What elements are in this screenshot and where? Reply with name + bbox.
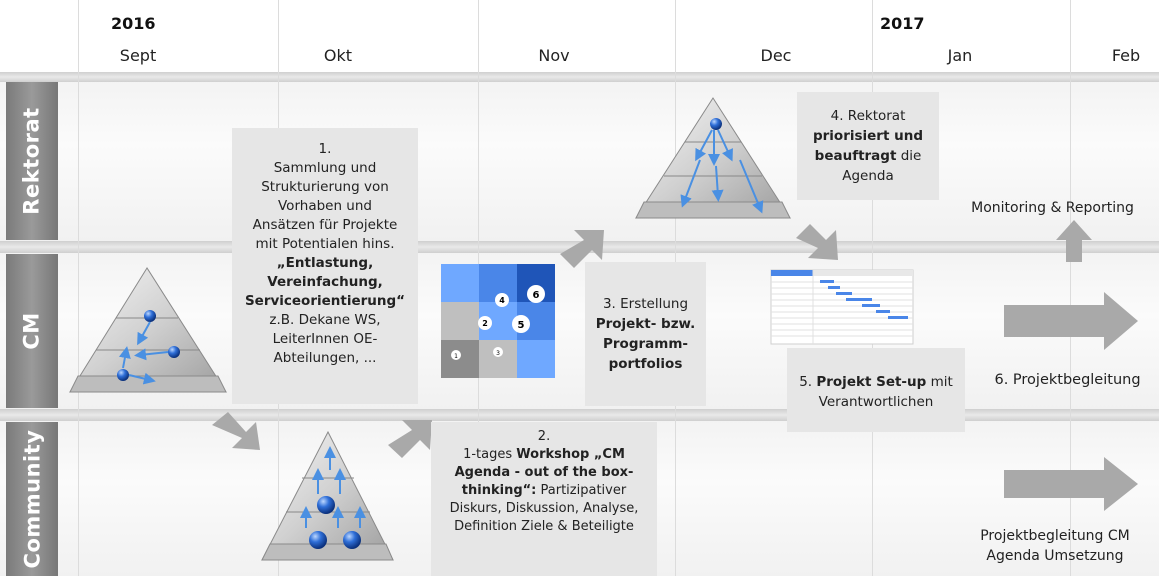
portfolio-number: 1	[454, 353, 458, 360]
pyramid-rektorat	[635, 97, 791, 219]
step-6-label: 6. Projektbegleitung	[994, 372, 1141, 388]
step-1-line: mit Potentialen hins.	[255, 236, 395, 252]
lane-label-cm: CM	[6, 254, 58, 408]
step-1-line: Sammlung und	[273, 160, 377, 176]
step-1-line: Vorhaben und	[278, 198, 372, 214]
month-dec: Dec	[760, 46, 792, 65]
month-nov: Nov	[538, 46, 570, 65]
lane-separator	[0, 72, 1159, 82]
timeline-gridline	[78, 0, 79, 576]
step-1-line: Ansätzen für Projekte	[252, 217, 398, 233]
month-okt: Okt	[323, 46, 353, 65]
flow-arrows	[212, 220, 1138, 511]
community-follow-up-line: Agenda Umsetzung	[986, 548, 1124, 564]
step-2-text: 1-tages Workshop „CM Agenda - out of the…	[449, 447, 639, 534]
step-1-box: 1. Sammlung und Strukturierung von Vorha…	[232, 128, 418, 404]
community-follow-up-line: Projektbegleitung CM	[980, 528, 1130, 544]
step-1-bold-line: „Entlastung,	[276, 255, 374, 271]
lane-label-community: Community	[6, 422, 58, 576]
lane-label-rektorat: Rektorat	[6, 82, 58, 240]
community-follow-up-label: Projektbegleitung CM Agenda Umsetzung	[955, 526, 1155, 566]
step-2-box: 2. 1-tages Workshop „CM Agenda - out of …	[431, 422, 657, 576]
year-2016: 2016	[111, 14, 156, 33]
timeline-gridline	[1070, 0, 1071, 576]
step-3-box: 3. Erstellung Projekt- bzw. Programm-por…	[585, 262, 706, 406]
portfolio-number: 6	[533, 290, 540, 301]
step-2-number: 2.	[537, 429, 551, 444]
pyramid-cm	[69, 267, 227, 393]
month-sept: Sept	[119, 46, 157, 65]
step-5-text: 5. Projekt Set-up mit Verantwortlichen	[799, 374, 953, 410]
portfolio-number: 2	[482, 319, 488, 328]
step-5-box: 5. Projekt Set-up mit Verantwortlichen	[787, 348, 965, 432]
portfolio-number: 5	[518, 320, 525, 331]
month-feb: Feb	[1111, 46, 1141, 65]
step-3-text: 3. Erstellung Projekt- bzw. Programm-por…	[595, 296, 696, 372]
step-1-bold-line: Vereinfachung,	[267, 274, 383, 290]
step-1-number: 1.	[318, 141, 332, 157]
year-2017: 2017	[880, 14, 925, 33]
step-1-line: Strukturierung von	[261, 179, 389, 195]
step-1-line: LeiterInnen OE-	[272, 331, 378, 347]
step-1-bold-line: Serviceorientierung“	[244, 293, 406, 309]
step-1-line: Abteilungen, ...	[273, 350, 377, 366]
portfolio-number: 4	[499, 296, 505, 305]
step-4-text: 4. Rektorat priorisiert und beauftragt d…	[812, 108, 924, 184]
step-1-line: z.B. Dekane WS,	[269, 312, 381, 328]
lane-rektorat-bg	[0, 80, 1159, 242]
pyramid-community	[261, 430, 394, 561]
portfolio-number: 3	[496, 350, 500, 357]
portfolio-matrix: 6 4 2 5 1 3	[441, 264, 555, 378]
gantt-chart-thumbnail	[770, 269, 914, 345]
month-jan: Jan	[947, 46, 973, 65]
step-4-box: 4. Rektorat priorisiert und beauftragt d…	[797, 92, 939, 200]
monitoring-reporting-label: Monitoring & Reporting	[971, 200, 1134, 216]
